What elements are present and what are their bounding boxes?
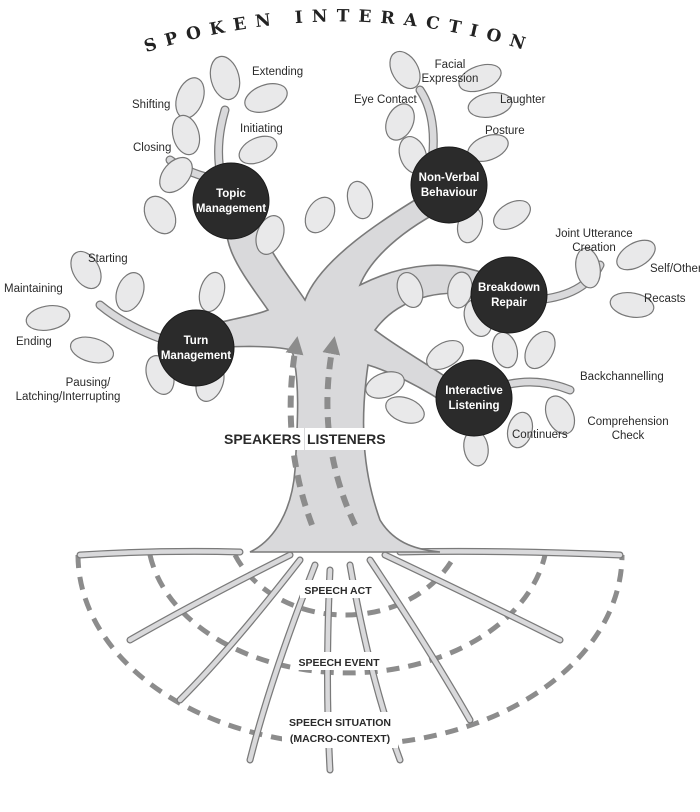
diagram-title-text: SPOKEN INTERACTION (142, 6, 527, 57)
listeners-label: LISTENERS (307, 431, 386, 447)
node-listening-line1: Interactive (445, 385, 503, 397)
leaf-ending: Ending (16, 336, 52, 348)
speech-act-arc (232, 553, 458, 618)
leaf-eye-contact: Eye Contact (354, 94, 417, 106)
context-arcs (75, 553, 625, 748)
node-topic-management: Topic Management (192, 162, 270, 240)
leaf-labels: Extending Shifting Initiating Closing Fa… (4, 59, 700, 442)
leaf-starting: Starting (88, 253, 128, 265)
macro-context-label: (MACRO-CONTEXT) (290, 733, 390, 745)
node-turn-line2: Management (161, 350, 231, 362)
node-breakdown-repair: Breakdown Repair (470, 256, 548, 334)
leaf-shifting: Shifting (132, 99, 170, 111)
node-breakdown-line1: Breakdown (478, 282, 540, 294)
leaf-extending: Extending (252, 66, 303, 78)
node-turn-management: Turn Management (157, 309, 235, 387)
leaves (25, 50, 656, 467)
leaf-self-other: Self/Other (650, 263, 700, 275)
leaf-joint-2: Creation (572, 242, 615, 254)
leaf-maintaining: Maintaining (4, 283, 63, 295)
leaf-joint-1: Joint Utterance (555, 228, 632, 240)
leaf-continuers: Continuers (512, 429, 568, 441)
node-non-verbal-behaviour: Non-Verbal Behaviour (410, 146, 488, 224)
speech-situation-label-bg (282, 712, 398, 748)
node-topic-line1: Topic (216, 188, 246, 200)
node-listening-line2: Listening (448, 400, 499, 412)
speech-event-label: SPEECH EVENT (298, 657, 380, 669)
speakers-label: SPEAKERS (224, 431, 301, 447)
speech-situation-arc (75, 554, 625, 748)
node-topic-line2: Management (196, 203, 266, 215)
node-breakdown-line2: Repair (491, 297, 527, 309)
speech-act-label-bg (300, 580, 376, 598)
speech-event-arc (147, 554, 548, 676)
leaf-comprehension-1: Comprehension (587, 416, 668, 428)
leaf-closing: Closing (133, 142, 171, 154)
leaf-recasts: Recasts (644, 293, 686, 305)
leaf-backchannelling: Backchannelling (580, 371, 664, 383)
speech-situation-label: SPEECH SITUATION (289, 717, 391, 729)
leaf-comprehension-2: Check (612, 430, 645, 442)
node-nonverbal-line1: Non-Verbal (419, 172, 480, 184)
node-interactive-listening: Interactive Listening (435, 359, 513, 437)
leaf-facial-1: Facial (435, 59, 466, 71)
speech-act-label: SPEECH ACT (304, 585, 372, 597)
tree-trunk (181, 183, 501, 553)
leaf-initiating: Initiating (240, 123, 283, 135)
node-nonverbal-line2: Behaviour (421, 187, 478, 199)
leaf-laughter: Laughter (500, 94, 546, 106)
speech-event-label-bg (296, 652, 382, 670)
diagram-title: SPOKEN INTERACTION (142, 6, 536, 57)
listeners-label-bg (305, 428, 383, 450)
leaf-posture: Posture (485, 125, 525, 137)
leaf-facial-2: Expression (422, 73, 479, 85)
node-turn-line1: Turn (184, 335, 209, 347)
leaf-pausing-1: Pausing/ (66, 377, 112, 389)
leaf-pausing-2: Latching/Interrupting (16, 391, 121, 403)
speakers-label-bg (222, 428, 304, 450)
